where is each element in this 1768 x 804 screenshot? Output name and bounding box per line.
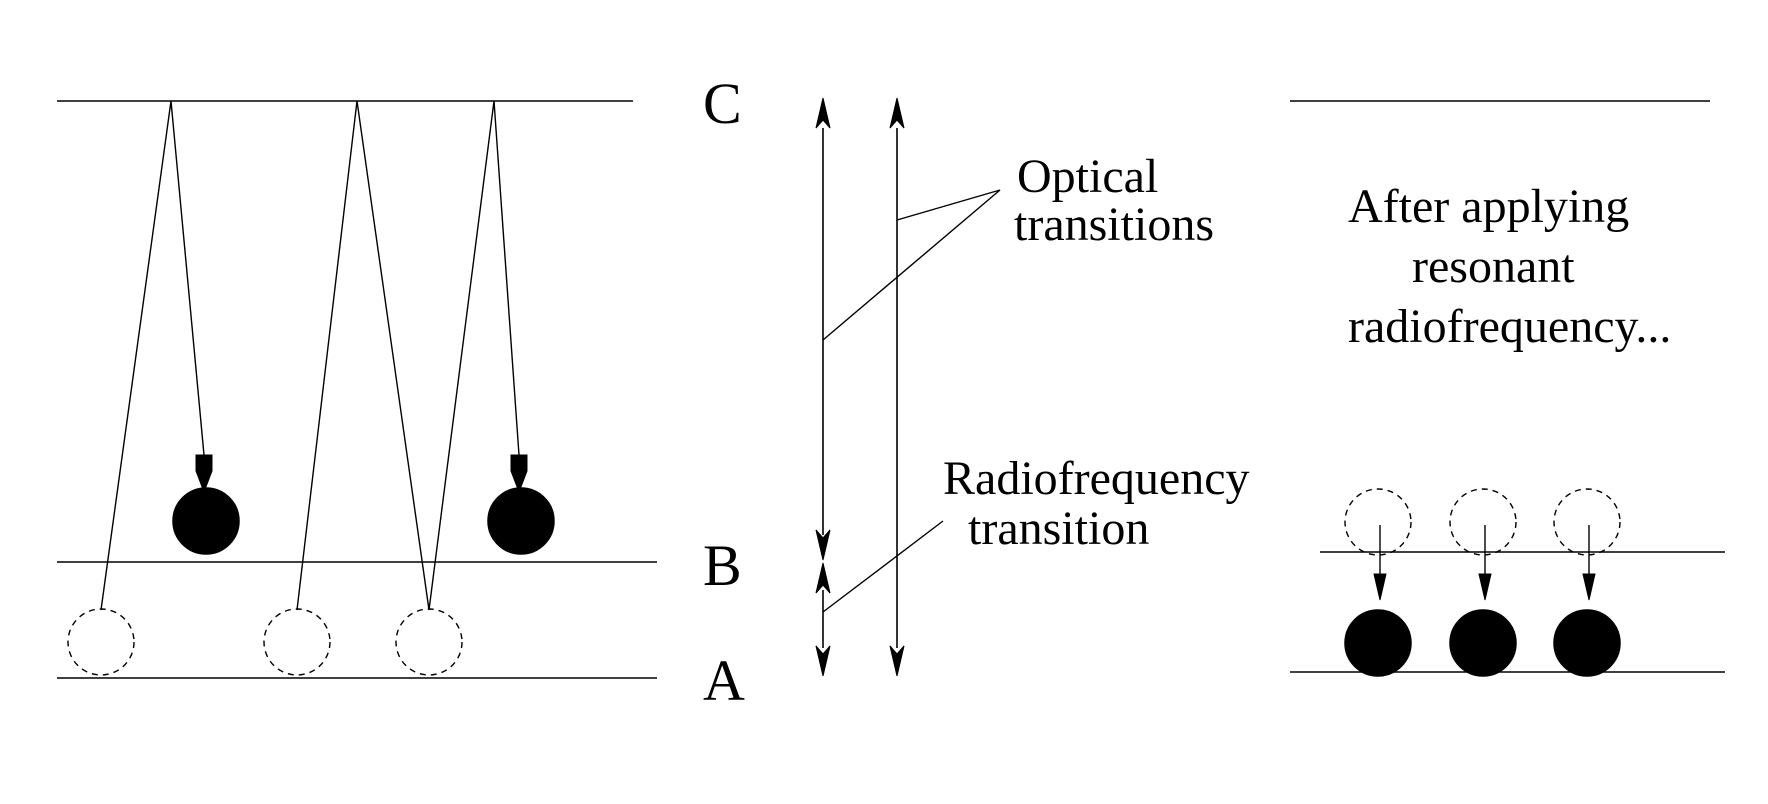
empty-state-3 [395, 608, 463, 676]
center-panel: C B A Optical transitions Radiofrequency… [703, 71, 1250, 713]
optical-leader [822, 189, 1001, 341]
right-populated-state-1 [1344, 609, 1412, 677]
optical-arrow-1-head-up [815, 97, 831, 129]
optical-arrow-2-head-up [889, 97, 905, 129]
optical-label-line2: transitions [1014, 198, 1214, 251]
optical-label-line1: Optical [1017, 150, 1158, 203]
pump-path-1 [100, 100, 205, 611]
level-label-a: A [703, 648, 745, 713]
after-rf-line2: resonant [1412, 240, 1575, 293]
left-panel [57, 100, 657, 679]
rf-arrow-head-up [815, 562, 831, 594]
rf-leader [822, 520, 944, 613]
after-rf-line3: radiofrequency... [1348, 300, 1671, 353]
pump-path-3 [428, 100, 520, 611]
after-rf-line1: After applying [1348, 180, 1629, 233]
empty-state-1 [67, 608, 135, 676]
level-label-b: B [703, 533, 742, 598]
empty-state-2 [263, 608, 331, 676]
right-empty-state-2 [1449, 488, 1517, 556]
right-panel: After applying resonant radiofrequency..… [1290, 100, 1725, 677]
right-empty-state-1 [1344, 488, 1412, 556]
pump-arrowhead-2 [510, 454, 528, 494]
transfer-arrowhead-1 [1373, 573, 1387, 601]
pump-arrowhead-1 [195, 454, 213, 494]
right-populated-state-3 [1553, 609, 1621, 677]
populated-state-2 [487, 487, 555, 555]
rf-label-line1: Radiofrequency [943, 452, 1250, 505]
right-populated-state-2 [1449, 609, 1517, 677]
transfer-arrowhead-2 [1478, 573, 1492, 601]
right-empty-state-3 [1553, 488, 1621, 556]
optical-arrow-2-head-down [889, 645, 905, 677]
optical-arrow-1-head-down [815, 529, 831, 561]
level-label-c: C [703, 71, 742, 136]
rf-arrow-head-down [815, 645, 831, 677]
rf-label-line2: transition [968, 502, 1149, 555]
pump-path-2 [296, 100, 430, 611]
populated-state-1 [172, 487, 240, 555]
transfer-arrowhead-3 [1582, 573, 1596, 601]
